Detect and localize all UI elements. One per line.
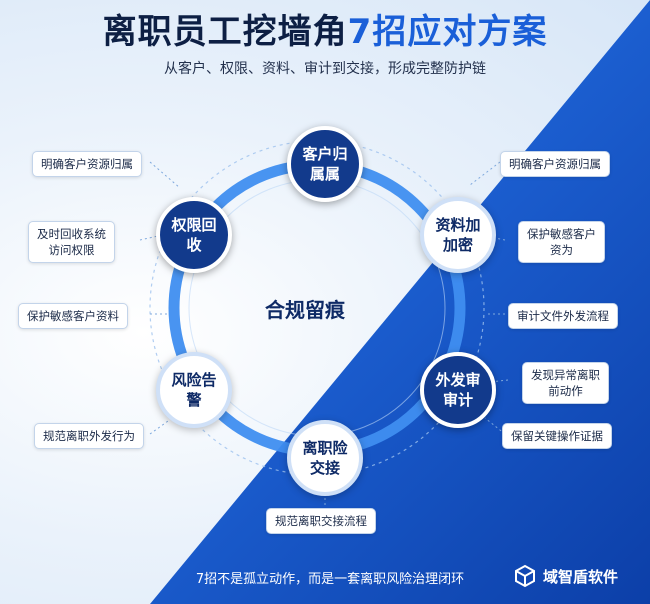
brand-name: 域智盾软件	[543, 567, 619, 586]
callout-right-2: 保护敏感客户 资为	[518, 221, 605, 263]
callout-bottom: 规范离职交接流程	[266, 508, 376, 534]
center-label: 合规留痕	[265, 298, 345, 322]
callout-left-3: 保护敏感客户资料	[18, 303, 128, 329]
callout-right-1: 明确客户资源归属	[500, 151, 610, 177]
step-node-data-encryption: 资料加加密	[420, 197, 496, 273]
step-node-risk-alert: 风险告警	[156, 352, 232, 428]
callout-right-4: 发现异常离职 前动作	[522, 362, 609, 404]
step-node-permission-revoke: 权限回收	[156, 197, 232, 273]
page-subtitle: 从客户、权限、资料、审计到交接，形成完整防护链	[164, 61, 486, 77]
callout-left-4: 规范离职外发行为	[34, 423, 144, 449]
cube-logo-icon	[515, 564, 535, 588]
callout-right-5: 保留关键操作证据	[502, 423, 612, 449]
brand-logo: 域智盾软件	[513, 564, 618, 588]
step-node-resignation-handover: 离职险交接	[287, 420, 363, 496]
page-title: 离职员工挖墙角7招应对方案	[0, 4, 650, 53]
callout-left-2: 及时回收系统 访问权限	[28, 221, 115, 263]
callout-left-1: 明确客户资源归属	[32, 151, 142, 177]
title-highlight: 7招应对方案	[347, 12, 548, 52]
callout-right-3: 审计文件外发流程	[508, 303, 618, 329]
footer-text: 7招不是孤立动作，而是一套离职风险治理闭环	[195, 572, 465, 587]
step-node-outbound-audit: 外发审审计	[420, 352, 496, 428]
title-main: 离职员工挖墙角	[102, 12, 348, 52]
step-node-customer-ownership: 客户归属属	[287, 126, 363, 202]
